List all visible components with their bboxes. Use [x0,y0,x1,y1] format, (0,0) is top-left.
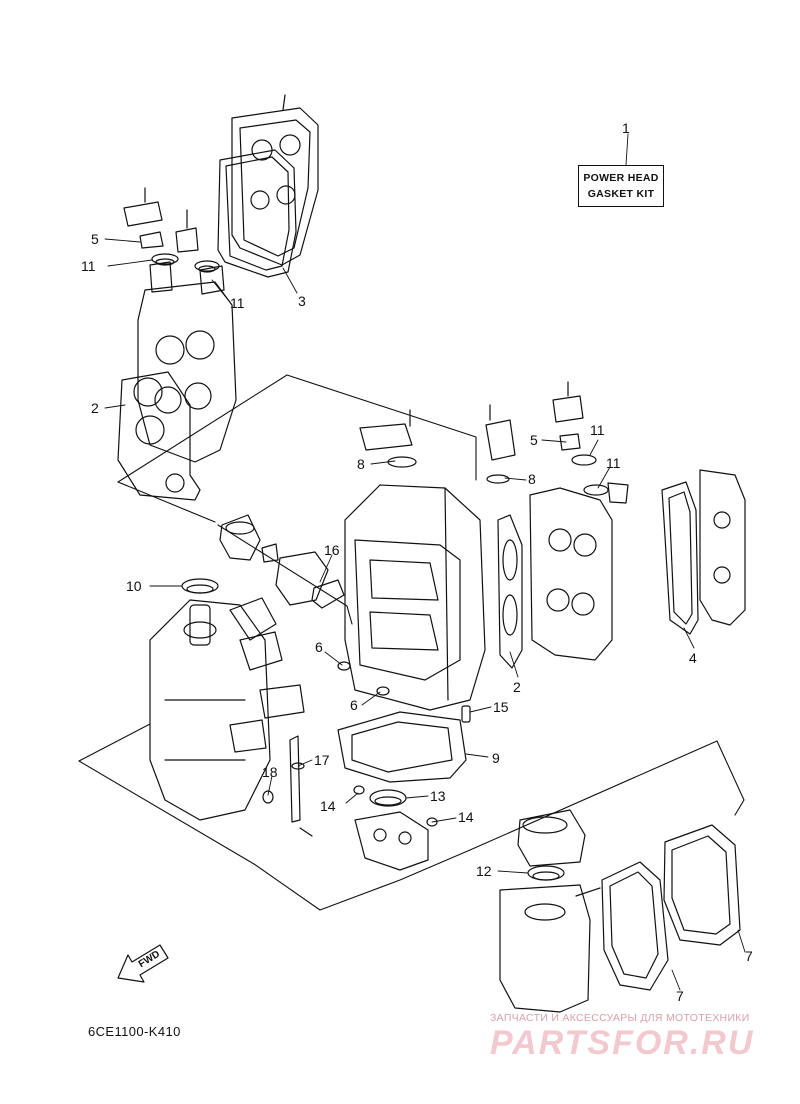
callout-11: 11 [590,422,605,438]
watermark-logo: PARTSFOR.RU [490,1024,755,1062]
callout-7: 7 [676,988,684,1004]
callout-2: 2 [91,400,99,416]
callout-15: 15 [493,699,509,715]
watermark-tagline: ЗАПЧАСТИ И АКСЕССУАРЫ ДЛЯ МОТОТЕХНИКИ [490,1012,750,1024]
callout-13: 13 [430,788,446,804]
callout-7: 7 [745,948,753,964]
callout-17: 17 [314,752,330,768]
callout-12: 12 [476,863,492,879]
callout-3: 3 [298,293,306,309]
callout-14: 14 [320,798,336,814]
diagram-code: 6CE1100-K410 [88,1024,181,1039]
callout-5: 5 [91,231,99,247]
leader-lines [104,133,746,991]
callout-14: 14 [458,809,474,825]
fwd-arrow-icon [117,944,169,983]
crankshaft-assembly [149,578,313,837]
top-cylinder-head [117,94,319,501]
water-pump-group [353,785,438,871]
callout-8: 8 [528,471,536,487]
callout-6: 6 [315,639,323,655]
callout-8: 8 [357,456,365,472]
callout-11: 11 [230,295,245,311]
kit-label-line2: GASKET KIT [587,188,655,200]
callout-18: 18 [262,764,278,780]
callout-10: 10 [126,578,142,594]
exhaust-guide-group [499,809,741,1013]
kit-label-line1: POWER HEAD [583,172,659,184]
callout-6: 6 [350,697,358,713]
callout-5: 5 [530,432,538,448]
group-frames [78,374,745,911]
callout-4: 4 [689,650,697,666]
callout-1: 1 [622,120,630,136]
callout-11: 11 [81,258,96,274]
callout-2: 2 [513,679,521,695]
callout-11: 11 [606,455,621,471]
center-cylinder-block [219,381,746,783]
callout-9: 9 [492,750,500,766]
gasket-kit-label: POWER HEAD GASKET KIT [578,165,664,207]
callout-16: 16 [324,542,340,558]
